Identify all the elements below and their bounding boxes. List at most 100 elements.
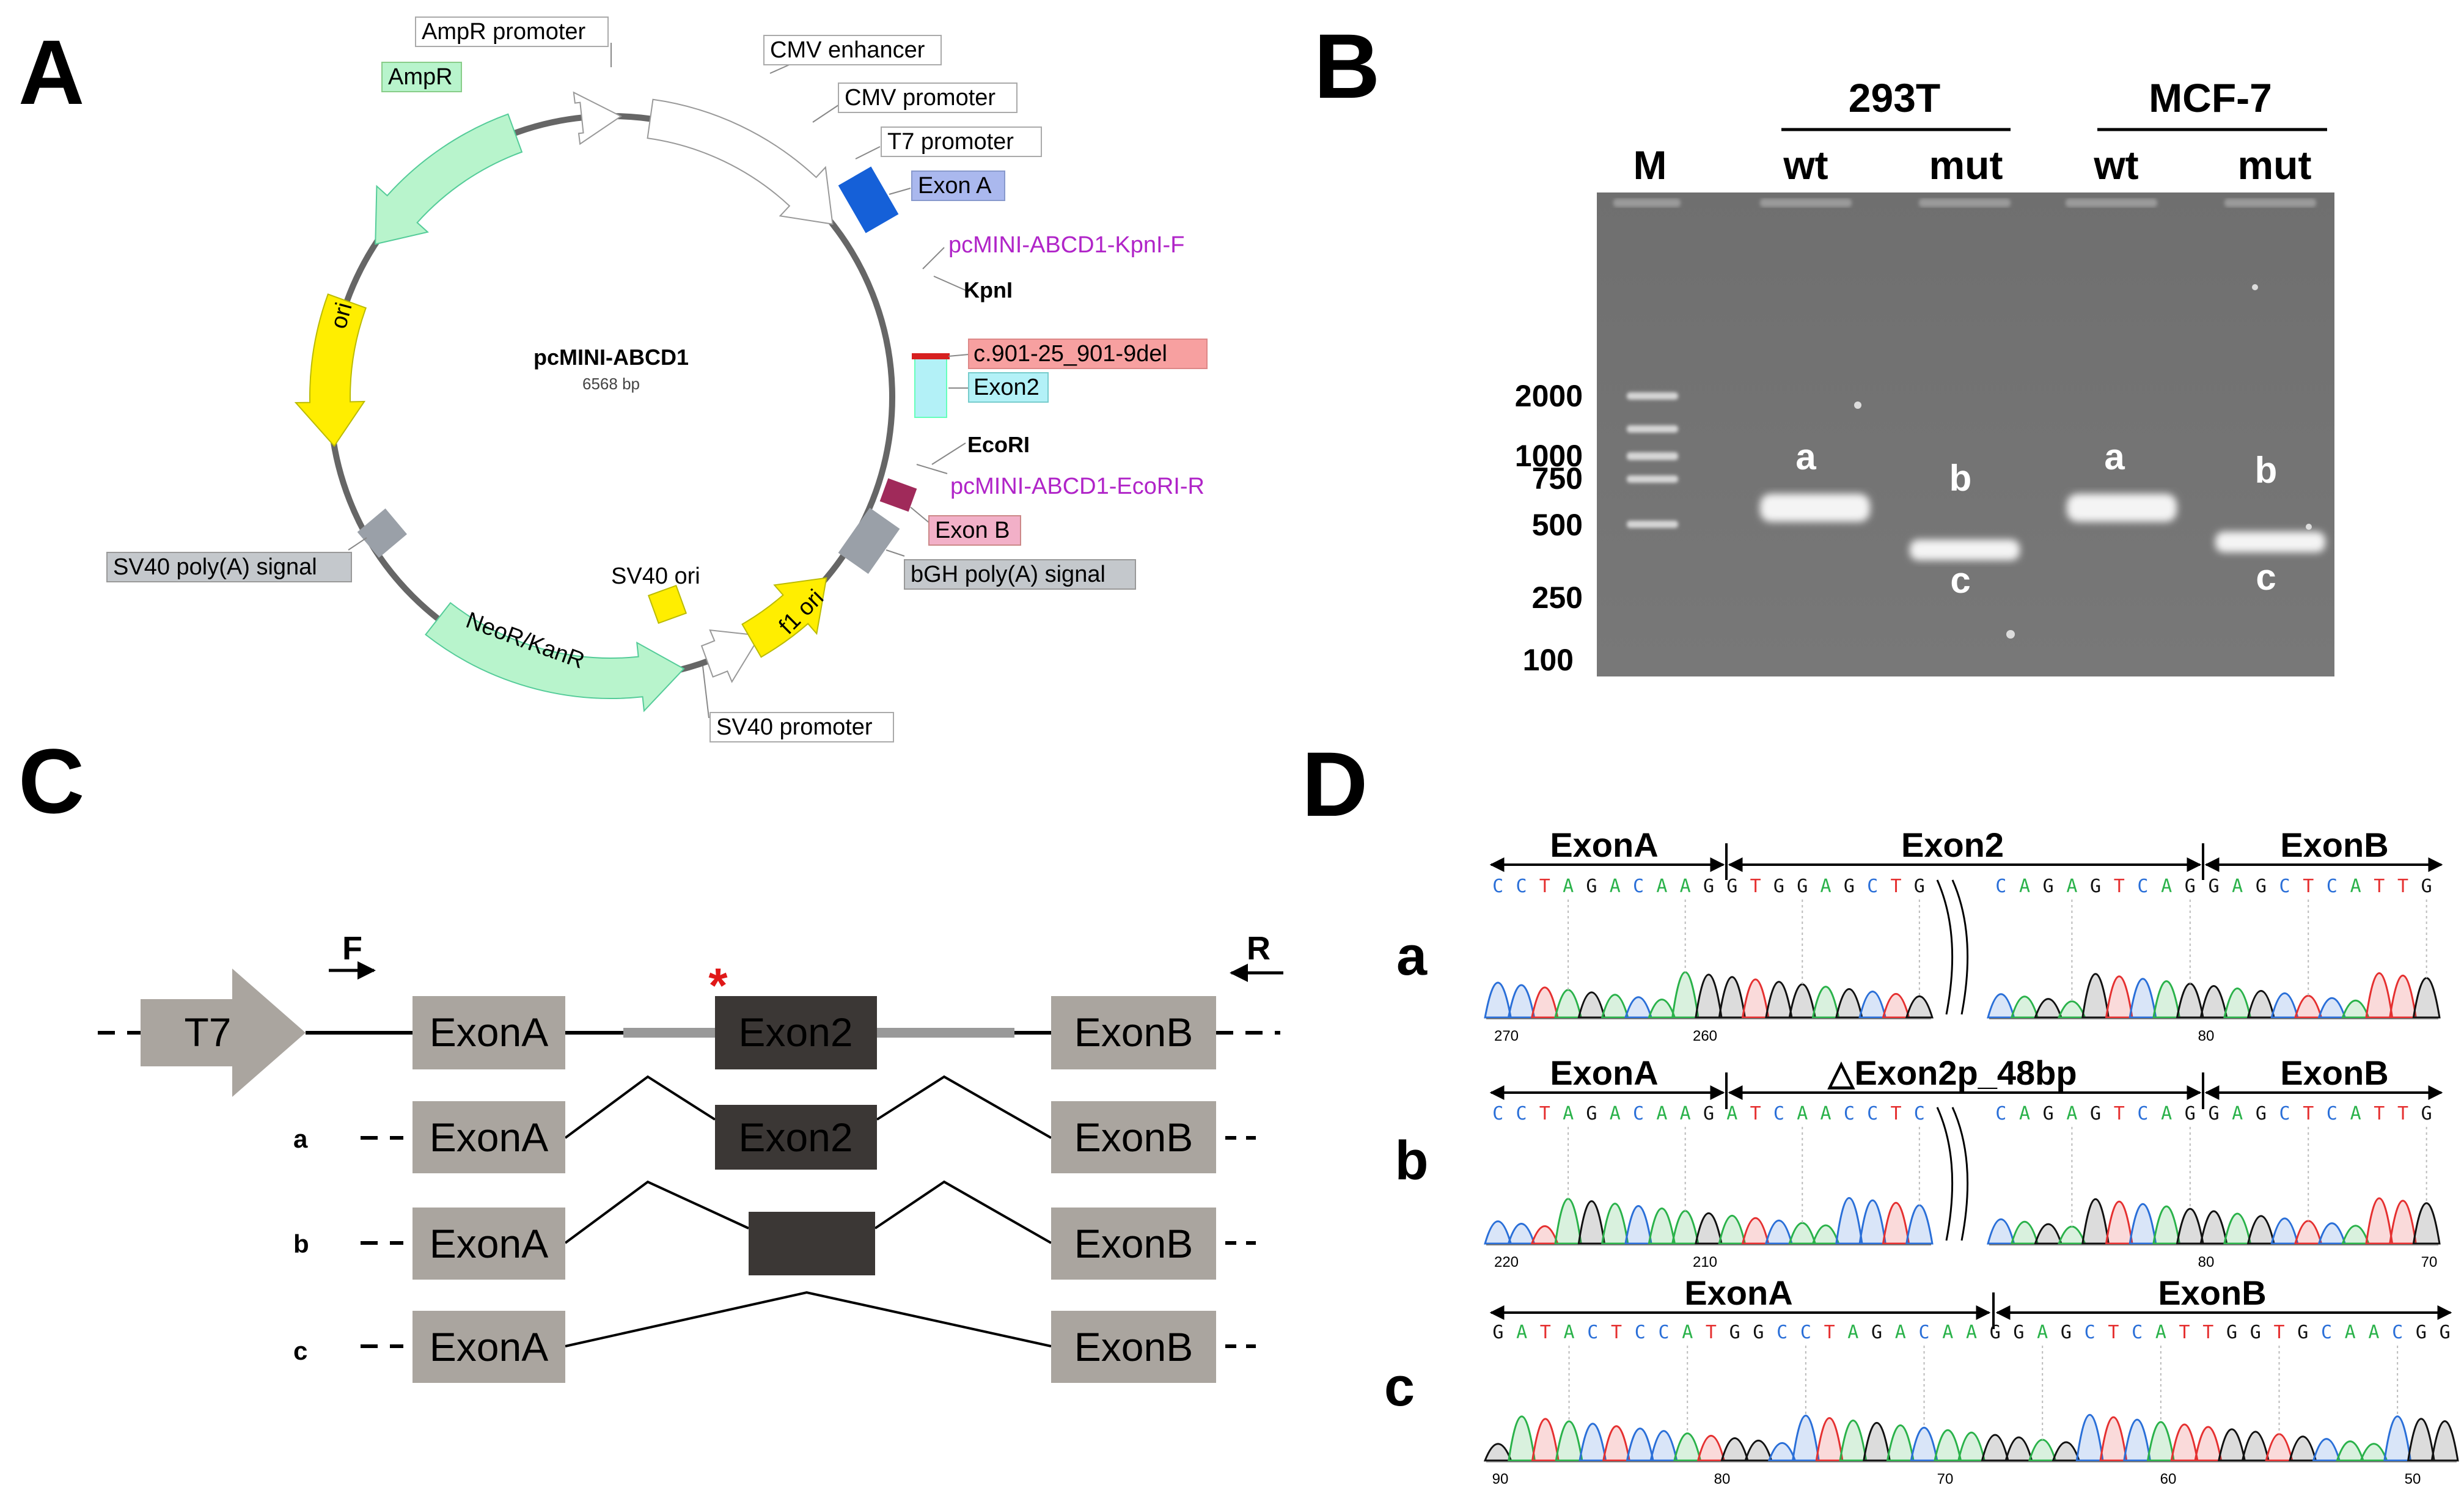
base-call: T	[2397, 876, 2408, 897]
chrom-c-header-exonb: ExonB	[2158, 1274, 2266, 1312]
exon-b-row-a-label: ExonB	[1074, 1115, 1193, 1160]
sequence-break-marks	[1936, 879, 1969, 1241]
trace-peak	[1579, 1423, 1607, 1462]
base-call: T	[1890, 876, 1901, 897]
gel-panel: 293T MCF-7 M wt mut wt mut	[1515, 75, 2334, 677]
position-tick: 90	[1492, 1471, 1509, 1487]
trace-peak	[2288, 1435, 2317, 1462]
trace-peak	[1835, 1197, 1863, 1245]
base-call: T	[1824, 1322, 1835, 1343]
deletion-marker	[912, 353, 950, 359]
trace-peak	[1858, 990, 1887, 1019]
base-call: C	[1633, 1103, 1644, 1124]
trace-peak	[2010, 1220, 2039, 1245]
base-call: A	[2345, 1322, 2356, 1343]
label-kpni: KpnI	[964, 277, 1013, 302]
base-call: A	[2350, 876, 2361, 897]
base-call: T	[1890, 1103, 1901, 1124]
base-call: A	[2066, 876, 2077, 897]
band-293t-mut	[1910, 540, 2020, 560]
chrom-row-a-label: a	[1396, 926, 1428, 987]
trace-peak	[1882, 1201, 1910, 1245]
trace-peak	[2265, 1433, 2294, 1462]
base-call: A	[2019, 1103, 2030, 1124]
base-call: A	[2350, 1103, 2361, 1124]
band-293t-wt	[1760, 494, 1870, 522]
trace-peak	[2223, 988, 2252, 1019]
base-call: G	[2256, 1103, 2267, 1124]
base-call: C	[2392, 1322, 2403, 1343]
trace-peak	[2034, 998, 2063, 1019]
trace-peak	[1934, 1429, 1962, 1462]
label-sv40-ori: SV40 ori	[611, 563, 700, 589]
trace-peak	[2034, 1223, 2063, 1245]
base-call: T	[1539, 1103, 1550, 1124]
base-call: G	[2421, 876, 2432, 897]
label-kpn-primer: pcMINI-ABCD1-KpnI-F	[948, 232, 1184, 258]
trace-peak	[2317, 997, 2347, 1019]
trace-peak	[2217, 1428, 2246, 1462]
label-bgh: bGH poly(A) signal	[911, 562, 1106, 587]
bgh-box	[838, 507, 900, 574]
trace-peak	[2010, 995, 2039, 1019]
chrom-c-headers: ExonA ExonB	[1489, 1274, 2452, 1329]
trace-peak	[1858, 1200, 1887, 1245]
chrom-row-b-label: b	[1395, 1131, 1429, 1192]
sv40-polya-box	[357, 508, 407, 558]
base-call: A	[1682, 1322, 1693, 1343]
trace-peak	[2128, 1203, 2157, 1245]
base-call: T	[2273, 1322, 2284, 1343]
position-tick: 70	[1937, 1471, 1954, 1487]
ladder-label-2000: 2000	[1515, 379, 1583, 413]
trace-peak	[1484, 981, 1513, 1019]
base-call: T	[2114, 1103, 2125, 1124]
base-call: C	[2132, 1322, 2143, 1343]
trace-peak	[1673, 1432, 1702, 1462]
base-call: A	[2368, 1322, 2379, 1343]
label-t7-promoter: T7 promoter	[887, 129, 1014, 155]
trace-peak	[1671, 971, 1700, 1019]
lane-label-293t-wt: wt	[1783, 142, 1828, 188]
panel-letter-a: A	[18, 21, 84, 123]
position-tick: 220	[1494, 1254, 1519, 1270]
trace-peak	[2246, 1215, 2276, 1245]
base-call: C	[2321, 1322, 2332, 1343]
trace-peak	[1839, 1419, 1868, 1462]
trace-peak	[1718, 1214, 1747, 1245]
group-label-293t: 293T	[1849, 75, 1940, 120]
trace-peak	[2312, 1438, 2341, 1462]
base-call: C	[1844, 1103, 1855, 1124]
trace-peak	[1671, 1210, 1700, 1245]
trace-peak	[2241, 1431, 2270, 1462]
trace-peak	[1554, 1198, 1582, 1245]
label-ampr: AmpR	[388, 64, 453, 90]
plasmid-map: pcMINI-ABCD1 6568 bp AmpR promoter CM	[106, 16, 1208, 742]
sample-bands	[1760, 494, 2325, 560]
exon-b-row-b-label: ExonB	[1074, 1221, 1193, 1266]
trace-peak	[2081, 1198, 2110, 1245]
trace-peak	[2383, 1415, 2412, 1462]
base-call: A	[1564, 1322, 1575, 1343]
chrom-b-header-exonb: ExonB	[2280, 1054, 2388, 1092]
splice-row-c-label: c	[293, 1336, 307, 1365]
base-call: C	[2084, 1322, 2096, 1343]
ladder-label-750: 750	[1532, 461, 1583, 496]
trace-peak	[1905, 995, 1934, 1019]
trace-peak	[1555, 1420, 1583, 1462]
label-cmv-enhancer: CMV enhancer	[770, 37, 925, 63]
chromatogram-panel: a b c ExonA Exon2 ExonB ExonA △Exon2p_48…	[1384, 826, 2459, 1487]
base-call: G	[2043, 1103, 2054, 1124]
trace-peak	[2146, 1421, 2175, 1462]
trace-peak	[1788, 1222, 1817, 1245]
chrom-a-header-exona: ExonA	[1550, 826, 1658, 864]
trace-peak	[2365, 972, 2394, 1019]
splice-row-a-label: a	[293, 1124, 308, 1153]
exon-b-row-c	[1051, 1311, 1216, 1383]
base-call: A	[2066, 1103, 2077, 1124]
trace-peak	[2081, 973, 2110, 1019]
splicing-scheme: T7 F R * ExonA Exon2 ExonB a ExonA Exon2…	[98, 930, 1283, 1383]
base-call: G	[2416, 1322, 2427, 1343]
base-call: T	[1750, 876, 1761, 897]
trace-peak	[1508, 1415, 1536, 1462]
panel-letter-d: D	[1302, 733, 1368, 835]
